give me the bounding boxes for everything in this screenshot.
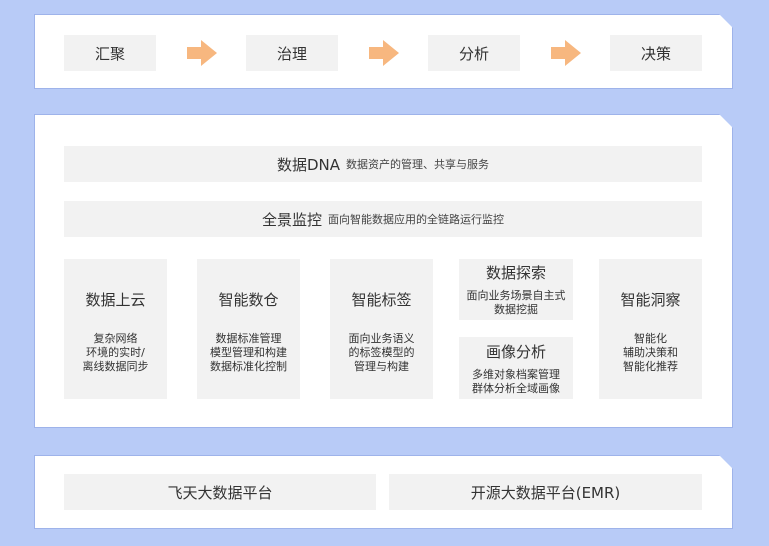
card-desc: 数据标准管理 模型管理和构建 数据标准化控制	[210, 331, 287, 373]
flow-step-2: 治理	[246, 35, 338, 71]
data-dna-bar: 数据DNA 数据资产的管理、共享与服务	[64, 146, 702, 182]
card-smart-tags: 智能标签 面向业务语义 的标签模型的 管理与构建	[330, 259, 433, 399]
card-data-exploration: 数据探索 面向业务场景自主式 数据挖掘	[459, 259, 573, 320]
capabilities-panel: 数据DNA 数据资产的管理、共享与服务 全景监控 面向智能数据应用的全链路运行监…	[34, 114, 733, 428]
flow-step-1-label: 汇聚	[94, 44, 125, 63]
platform-feitian-label: 飞天大数据平台	[167, 483, 273, 502]
flow-step-2-label: 治理	[276, 44, 307, 63]
card-title: 数据上云	[85, 290, 146, 309]
panorama-monitor-title: 全景监控	[261, 210, 322, 229]
card-desc: 复杂网络 环境的实时/ 离线数据同步	[82, 331, 149, 373]
right-arrow-icon	[551, 40, 581, 66]
data-dna-subtitle: 数据资产的管理、共享与服务	[346, 158, 490, 171]
card-title: 智能数仓	[218, 290, 279, 309]
card-smart-insight: 智能洞察 智能化 辅助决策和 智能化推荐	[599, 259, 702, 399]
card-portrait-analysis: 画像分析 多维对象档案管理 群体分析全域画像	[459, 337, 573, 399]
card-title: 智能标签	[351, 290, 412, 309]
platform-panel: 飞天大数据平台 开源大数据平台(EMR)	[34, 455, 733, 529]
flow-step-3: 分析	[428, 35, 520, 71]
right-arrow-icon	[369, 40, 399, 66]
card-title: 画像分析	[485, 342, 546, 361]
card-smart-warehouse: 智能数仓 数据标准管理 模型管理和构建 数据标准化控制	[197, 259, 300, 399]
card-title: 智能洞察	[620, 290, 681, 309]
flow-step-4-label: 决策	[640, 44, 671, 63]
platform-feitian: 飞天大数据平台	[64, 474, 376, 510]
card-desc: 多维对象档案管理 群体分析全域画像	[472, 367, 560, 395]
panorama-monitor-bar: 全景监控 面向智能数据应用的全链路运行监控	[64, 201, 702, 237]
flow-panel: 汇聚 治理 分析 决策	[34, 14, 733, 89]
panorama-monitor-subtitle: 面向智能数据应用的全链路运行监控	[328, 213, 504, 226]
flow-step-1: 汇聚	[64, 35, 156, 71]
flow-step-3-label: 分析	[458, 44, 489, 63]
card-data-cloud: 数据上云 复杂网络 环境的实时/ 离线数据同步	[64, 259, 167, 399]
card-desc: 面向业务语义 的标签模型的 管理与构建	[348, 331, 415, 373]
platform-emr: 开源大数据平台(EMR)	[389, 474, 702, 510]
flow-step-4: 决策	[610, 35, 702, 71]
data-dna-title: 数据DNA	[276, 155, 341, 174]
card-title: 数据探索	[485, 264, 546, 282]
platform-emr-label: 开源大数据平台(EMR)	[470, 483, 621, 502]
card-desc: 面向业务场景自主式 数据挖掘	[466, 289, 566, 316]
card-desc: 智能化 辅助决策和 智能化推荐	[623, 331, 678, 373]
right-arrow-icon	[187, 40, 217, 66]
